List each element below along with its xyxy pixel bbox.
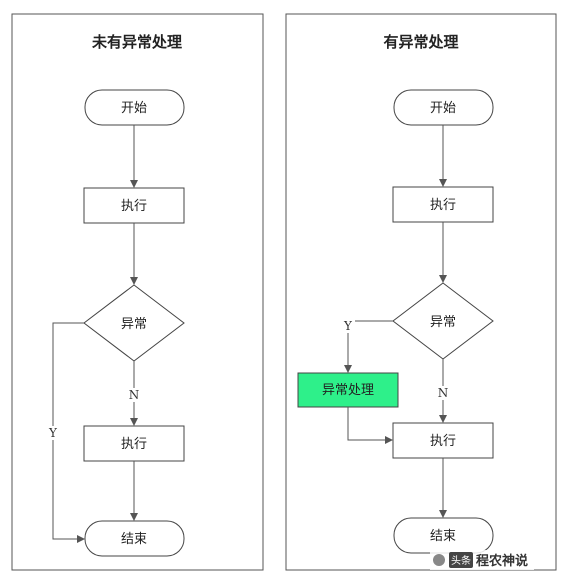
left-decision-label: 异常 bbox=[121, 317, 147, 332]
left-label-n-bg bbox=[126, 388, 142, 402]
right-execute2-label: 执行 bbox=[430, 434, 456, 449]
left-execute2-label: 执行 bbox=[121, 437, 147, 452]
left-end-node bbox=[84, 520, 185, 557]
watermark-name: 程农神说 bbox=[476, 553, 528, 569]
right-start-label: 开始 bbox=[430, 101, 456, 116]
left-panel: 未有异常处理 开始 执行 异常 执行 结束 N Y bbox=[11, 13, 264, 571]
right-label-y-bg bbox=[341, 319, 355, 333]
watermark-tag-badge bbox=[449, 552, 473, 568]
right-execute1-label: 执行 bbox=[430, 198, 456, 213]
left-start-label: 开始 bbox=[121, 101, 147, 116]
left-end-label: 结束 bbox=[121, 532, 147, 547]
right-decision-label: 异常 bbox=[430, 315, 456, 330]
right-label-n: N bbox=[438, 386, 449, 400]
left-panel-title: 未有异常处理 bbox=[91, 33, 182, 51]
left-execute1-label: 执行 bbox=[121, 199, 147, 214]
left-label-y-bg bbox=[46, 426, 60, 440]
right-end-label: 结束 bbox=[430, 529, 456, 544]
right-label-y: Y bbox=[343, 319, 353, 333]
right-panel-title: 有异常处理 bbox=[383, 33, 458, 51]
left-label-y: Y bbox=[48, 426, 58, 440]
right-handler-label: 异常处理 bbox=[322, 383, 374, 398]
left-label-n: N bbox=[129, 388, 140, 402]
watermark-tag: 头条 bbox=[451, 554, 471, 567]
right-edge-handler-execute2 bbox=[347, 407, 393, 444]
watermark: 头条 程农神说 bbox=[430, 550, 534, 570]
left-execute1-node bbox=[83, 187, 185, 224]
right-execute1-node bbox=[392, 186, 494, 223]
right-panel: 有异常处理 开始 执行 异常 异常处理 执行 结束 N Y bbox=[285, 13, 557, 571]
right-label-n-bg bbox=[435, 386, 451, 400]
right-execute2-node bbox=[392, 422, 494, 459]
watermark-logo-icon bbox=[433, 554, 445, 566]
left-execute2-node bbox=[83, 425, 185, 462]
right-handler-node bbox=[297, 372, 399, 408]
